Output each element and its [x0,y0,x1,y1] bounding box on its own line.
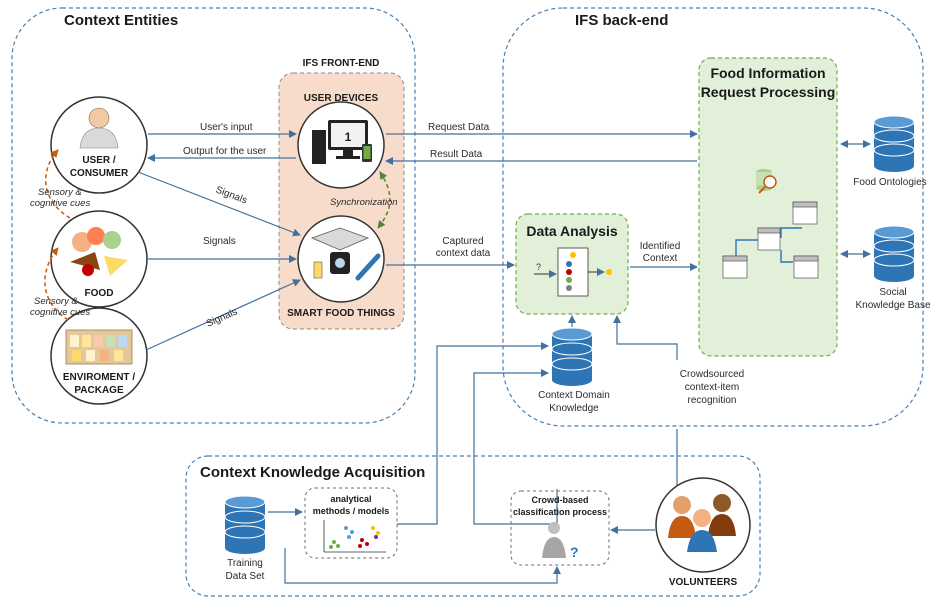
svg-text:?: ? [570,544,579,560]
food-icon [70,227,128,276]
user-devices-label: USER DEVICES [304,93,379,104]
food-ontologies-db [873,115,915,172]
smart-food-things-label: SMART FOOD THINGS [287,308,395,319]
environment-package-node: ENVIROMENT / PACKAGE [50,307,148,405]
user-label-2: CONSUMER [70,168,129,179]
context-entities-region [11,7,416,424]
crowd-label-1: Crowd-based [531,495,588,505]
result-data-label: Result Data [430,149,483,160]
ifs-backend-title: IFS back-end [575,12,668,29]
food-ontologies-label: Food Ontologies [853,177,926,188]
fir-processing-title-1: Food Information [710,65,825,81]
fir-processing-box [698,57,838,357]
training-data-set-db [224,495,266,554]
signals-env-arrow [145,279,301,351]
analytical-methods-box [304,487,398,559]
request-data-label: Request Data [428,122,490,133]
ifs-backend-region [502,7,924,427]
analytical-label-2: methods / models [313,506,390,516]
synchronization-arrow [377,171,391,229]
social-kb-label-2: Knowledge Base [855,300,930,311]
analysis-flow-icon: ? [534,247,612,297]
ifs-frontend-title: IFS FRONT-END [303,58,380,69]
thinking-person-icon: ? [542,522,579,560]
user-devices-node: 1 [297,101,385,189]
synchronization-label: Synchronization [330,197,398,208]
training-to-crowd-arrow [284,548,561,584]
captured-label-1: Captured [442,236,483,247]
user-consumer-node: USER / CONSUMER [50,96,148,194]
cdk-label-2: Knowledge [549,403,599,414]
social-kb-label-1: Social [879,287,906,298]
sensory-cue-2-line1: Sensory & [34,296,78,307]
pantry-icon [65,329,133,365]
food-node: FOOD [50,210,148,308]
signals-user-arrow [137,171,301,237]
users-input-label: User's input [200,122,253,133]
training-label-2: Data Set [226,571,265,582]
volunteers-label: VOLUNTEERS [669,577,738,588]
signals-food-label: Signals [203,236,236,247]
env-label-1: ENVIROMENT / [63,372,135,383]
sensory-cue-2-line2: cognitive cues [30,307,90,318]
context-entities-title: Context Entities [64,12,178,29]
knowledge-acquisition-title: Context Knowledge Acquisition [200,464,425,481]
context-domain-knowledge-db [551,327,593,386]
signals-env-label: Signals [205,306,239,329]
crowd-to-cdk-arrow [473,369,558,525]
env-label-2: PACKAGE [74,385,124,396]
svg-text:?: ? [536,262,541,272]
crowdsourced-label-3: recognition [688,395,737,406]
training-label-1: Training [227,558,263,569]
svg-text:1: 1 [345,130,352,144]
social-kb-db [873,225,915,282]
computer-icon: 1 [312,120,372,164]
crowdsourced-label-2: context-item [685,382,739,393]
captured-label-2: context data [436,248,491,259]
smart-food-things-node [297,215,385,303]
user-label-1: USER / [82,155,116,166]
volunteers-node: VOLUNTEERS [655,477,751,588]
analytical-to-cdk-arrow [397,342,549,525]
scatter-cluster-icon [323,520,386,553]
data-analysis-title: Data Analysis [526,223,618,239]
sensory-cue-1-line2: cognitive cues [30,198,90,209]
knowledge-acquisition-region [185,455,761,597]
cdk-label-1: Context Domain [538,390,610,401]
fir-processing-title-2: Request Processing [701,84,836,100]
relational-tables-icon [722,201,819,279]
volunteers-to-analysis-arrow [617,316,678,496]
crowd-label-2: classification process [513,507,607,517]
smart-devices-icon [310,227,381,281]
identified-label-2: Context [643,253,678,264]
crowdsourced-label-1: Crowdsourced [680,369,744,380]
analytical-label-1: analytical [330,494,371,504]
search-database-icon [756,169,777,194]
sensory-cue-1-line1: Sensory & [38,187,82,198]
identified-label-1: Identified [640,241,681,252]
sensory-cue-arrow-1 [45,149,71,219]
person-icon [79,107,119,149]
output-for-user-label: Output for the user [183,146,267,157]
sensory-cue-arrow-2 [44,247,69,321]
people-group-icon [668,494,736,552]
food-label: FOOD [85,288,114,299]
